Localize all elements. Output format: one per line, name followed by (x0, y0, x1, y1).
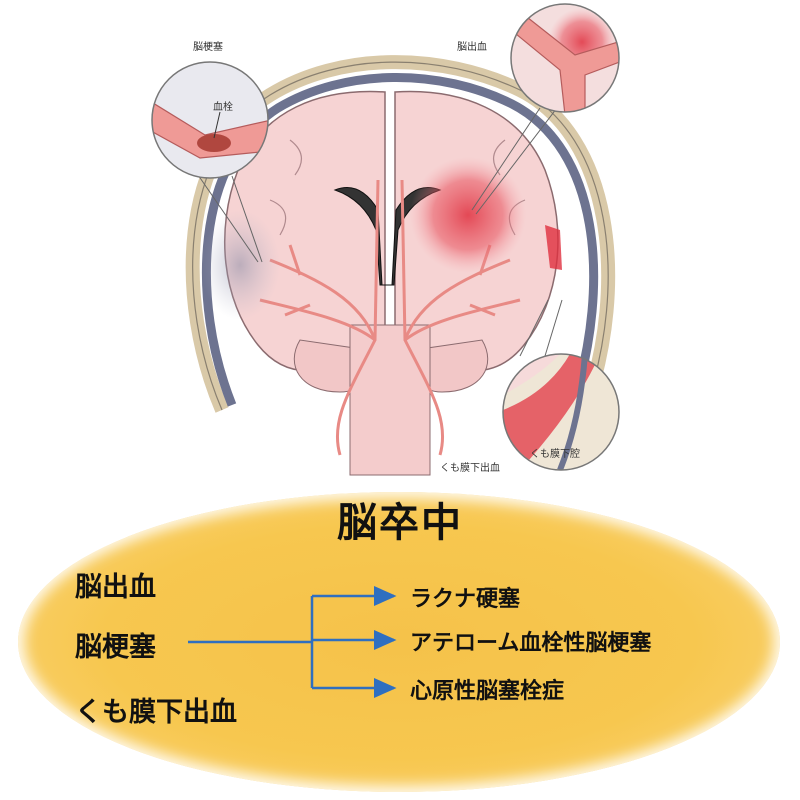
label-thrombus: 血栓 (213, 102, 233, 113)
label-subarachnoid: くも膜下出血 (440, 463, 500, 474)
diagram-title: 脳卒中 (337, 499, 463, 546)
infarction-region (200, 210, 280, 320)
label-hemorrhage: 脳出血 (457, 42, 487, 53)
brain-coronal-illustration (151, 3, 620, 476)
subtype-lacunar: ラクナ硬塞 (410, 586, 521, 612)
arteries (259, 179, 521, 456)
callout-lines (195, 103, 563, 357)
subtype-cardioembolic: 心原性脳塞栓症 (410, 678, 565, 704)
thrombus-callout (151, 61, 269, 179)
label-infarction: 脳梗塞 (193, 42, 223, 53)
hemorrhage-callout (510, 3, 620, 113)
label-subarachnoid-space: くも膜下腔 (530, 449, 580, 460)
type-cerebral-infarction: 脳梗塞 (75, 632, 156, 663)
subtype-atherothrombotic: アテローム血栓性脳梗塞 (410, 630, 652, 656)
subarachnoid-callout (502, 353, 620, 471)
type-subarachnoid-hemorrhage: くも膜下出血 (75, 697, 237, 728)
subarachnoid-bleed (545, 225, 562, 270)
type-cerebral-hemorrhage: 脳出血 (75, 572, 156, 603)
stroke-classification-ellipse (18, 492, 780, 792)
